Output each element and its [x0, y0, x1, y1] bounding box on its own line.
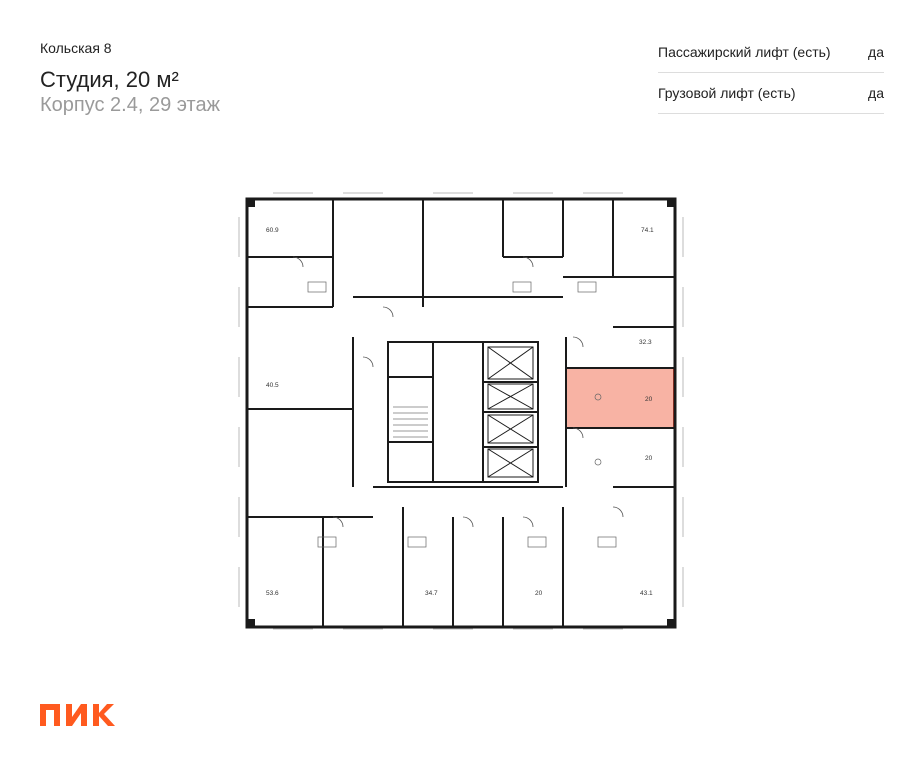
apartment-title: Студия, 20 м²	[40, 67, 179, 92]
divider	[658, 72, 884, 73]
doors	[292, 256, 624, 528]
windows	[238, 192, 684, 630]
apartment-area-label: 32.3	[639, 339, 652, 346]
divider	[658, 113, 884, 114]
feature-freight-lift: Грузовой лифт (есть) да	[658, 73, 884, 113]
address-label: Кольская 8	[40, 40, 112, 56]
features-list: Пассажирский лифт (есть) да Грузовой лиф…	[658, 32, 884, 114]
feature-label: Грузовой лифт (есть)	[658, 85, 796, 101]
apartment-area-label: 60.9	[266, 227, 279, 234]
floor-plan: 60.9 74.1 32.3 40.5 20 20 53.6 34.7 20 4…	[233, 187, 689, 635]
feature-label: Пассажирский лифт (есть)	[658, 44, 831, 60]
elevators	[487, 346, 534, 478]
highlighted-apartment[interactable]	[565, 367, 675, 429]
apartment-area-label: 74.1	[641, 227, 654, 234]
building-floor-subtitle: Корпус 2.4, 29 этаж	[40, 94, 220, 116]
feature-passenger-lift: Пассажирский лифт (есть) да	[658, 32, 884, 72]
pik-logo	[38, 702, 116, 733]
feature-value: да	[868, 85, 884, 101]
floor-plan-svg: 60.9 74.1 32.3 40.5 20 20 53.6 34.7 20 4…	[238, 192, 684, 630]
apartment-area-label: 40.5	[266, 382, 279, 389]
stairs	[393, 406, 428, 438]
outer-wall	[245, 197, 677, 629]
apartment-area-label: 53.6	[266, 590, 279, 597]
apartment-area-label: 20	[645, 455, 653, 462]
apartment-area-label: 20	[535, 590, 543, 597]
pik-logo-mark	[40, 704, 115, 726]
apartment-area-label: 43.1	[640, 590, 653, 597]
fixtures	[307, 281, 617, 548]
feature-value: да	[868, 44, 884, 60]
apartment-area-label: 20	[645, 396, 653, 403]
interior-walls	[247, 199, 675, 627]
apartment-area-label: 34.7	[425, 590, 438, 597]
